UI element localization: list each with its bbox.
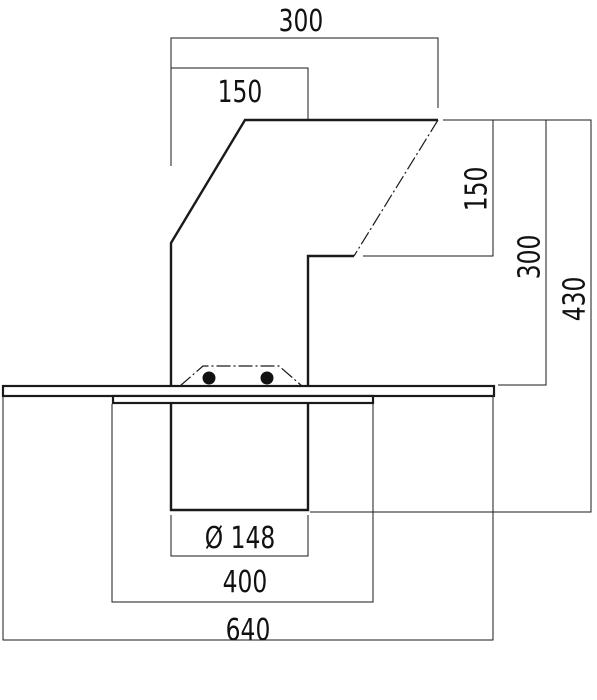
dim-diameter-line	[170, 515, 309, 557]
label-height-300: 300	[513, 235, 548, 280]
outlet-edge-dashdot	[353, 119, 439, 257]
label-width-640: 640	[226, 613, 271, 648]
dim-150-vertical-line	[363, 119, 494, 257]
dim-300-vertical-line-b	[493, 119, 547, 386]
gasket	[111, 394, 375, 405]
label-width-400: 400	[223, 565, 268, 600]
bolt-right-icon	[260, 371, 274, 385]
dim-300-top-line	[170, 37, 439, 108]
flange-dashdot	[179, 365, 303, 387]
duct-outline	[169, 118, 438, 386]
duct-body	[169, 118, 439, 512]
dim-150-top-line	[170, 67, 309, 166]
dim-640-line	[2, 397, 494, 641]
dim-400-line	[111, 404, 374, 603]
label-width-300-top: 300	[279, 4, 324, 39]
base-plate	[1, 384, 496, 398]
dimension-lines	[2, 37, 592, 641]
dim-430-vertical-line	[310, 119, 592, 513]
label-height-150: 150	[460, 167, 495, 212]
bolt-left-icon	[202, 371, 216, 385]
label-width-150-top: 150	[218, 75, 263, 110]
label-height-430: 430	[558, 277, 593, 322]
dimension-labels: 300 150 150 300 430 Ø 148 400 640	[205, 4, 593, 648]
pipe-outline	[169, 397, 310, 512]
label-diameter-148: Ø 148	[205, 521, 275, 556]
